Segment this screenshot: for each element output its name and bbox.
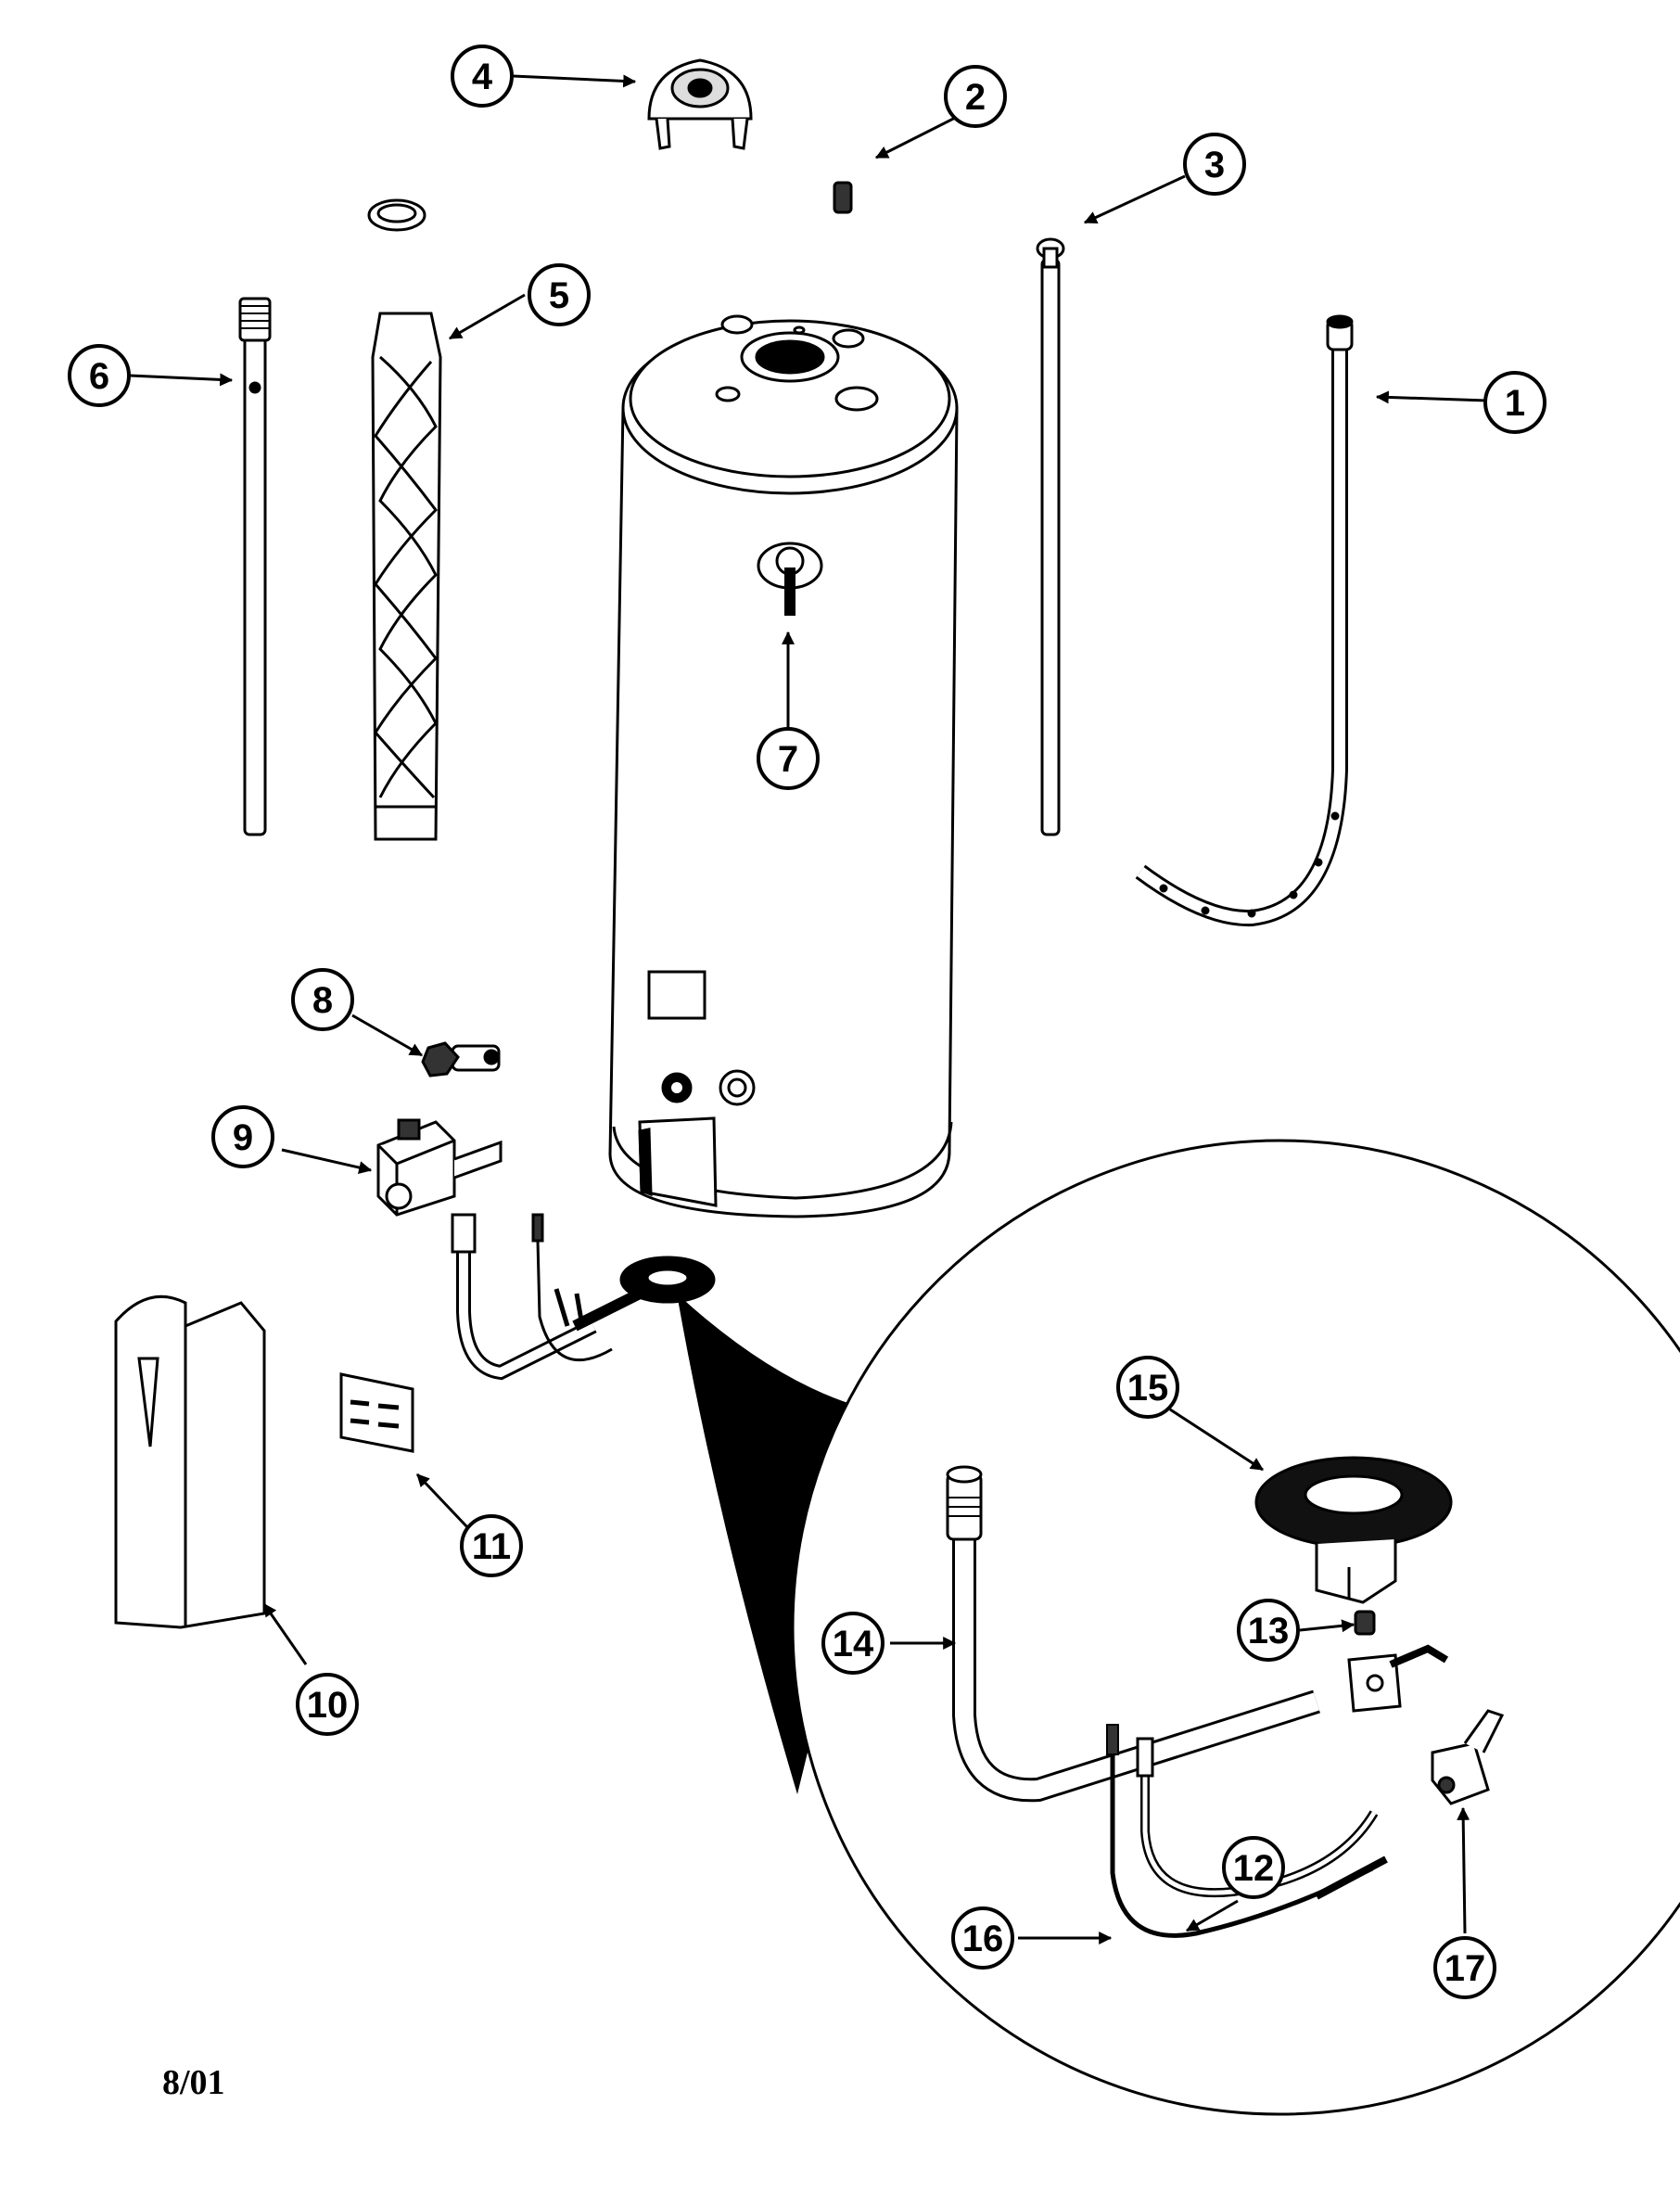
callout-circle bbox=[1116, 1356, 1179, 1419]
callout-number: 9 bbox=[233, 1117, 253, 1158]
part-5-flue-baffle bbox=[367, 198, 442, 841]
zoom-wedge bbox=[677, 1294, 890, 1794]
callout-12: 12 bbox=[1222, 1836, 1285, 1899]
callout-number: 14 bbox=[833, 1624, 874, 1664]
callout-number: 4 bbox=[472, 57, 493, 97]
callout-7: 7 bbox=[757, 727, 820, 790]
callout-circle bbox=[1222, 1836, 1285, 1899]
part-4-draft-hood bbox=[647, 58, 753, 150]
callout-17: 17 bbox=[1433, 1936, 1496, 1999]
callout-11: 11 bbox=[460, 1514, 523, 1577]
part-16-thermocouple bbox=[1106, 1724, 1388, 1938]
callout-circle bbox=[296, 1673, 359, 1736]
part-11-warning-label bbox=[339, 1372, 414, 1453]
callout-14: 14 bbox=[821, 1612, 885, 1675]
burner-assembly bbox=[451, 1213, 716, 1381]
callout-number: 7 bbox=[778, 739, 798, 780]
callout-number: 17 bbox=[1445, 1948, 1486, 1989]
part-6-anode-rod bbox=[238, 297, 272, 836]
callout-circle bbox=[528, 263, 591, 326]
callout-13: 13 bbox=[1237, 1599, 1300, 1662]
callout-circle bbox=[821, 1612, 885, 1675]
callout-2: 2 bbox=[944, 65, 1007, 128]
callout-number: 10 bbox=[307, 1685, 349, 1726]
callout-4: 4 bbox=[451, 45, 514, 108]
leader-arrows bbox=[129, 74, 1488, 1945]
callout-number: 8 bbox=[312, 980, 333, 1021]
detail-circle bbox=[791, 1139, 1680, 2116]
callout-circle bbox=[1433, 1936, 1496, 1999]
part-15-burner bbox=[1254, 1456, 1453, 1604]
part-9-gas-control bbox=[376, 1118, 503, 1217]
part-2-nipple bbox=[833, 181, 853, 214]
callout-1: 1 bbox=[1483, 371, 1546, 434]
callout-6: 6 bbox=[68, 344, 131, 407]
callout-circle bbox=[460, 1514, 523, 1577]
date-code: 8/01 bbox=[162, 2063, 225, 2102]
part-1-curved-tube bbox=[1135, 314, 1354, 927]
callout-circle bbox=[1483, 371, 1546, 434]
callout-number: 3 bbox=[1204, 145, 1225, 185]
callout-15: 15 bbox=[1116, 1356, 1179, 1419]
callout-number: 12 bbox=[1233, 1848, 1275, 1889]
part-3-dip-tube bbox=[1036, 237, 1065, 836]
callout-3: 3 bbox=[1183, 133, 1246, 196]
tank-body bbox=[608, 314, 959, 1218]
part-13-orifice bbox=[1354, 1610, 1376, 1636]
part-10-outer-door bbox=[114, 1294, 266, 1629]
callout-number: 16 bbox=[962, 1919, 1004, 1959]
callout-number: 1 bbox=[1505, 383, 1525, 424]
callout-circle bbox=[757, 727, 820, 790]
part-14-manifold-tube bbox=[946, 1465, 1320, 1803]
callout-number: 6 bbox=[89, 356, 109, 397]
callout-10: 10 bbox=[296, 1673, 359, 1736]
callout-circle bbox=[951, 1906, 1014, 1970]
callout-number: 15 bbox=[1127, 1368, 1169, 1409]
callout-16: 16 bbox=[951, 1906, 1014, 1970]
callout-circle bbox=[211, 1105, 274, 1168]
callout-circle bbox=[1183, 133, 1246, 196]
callout-circle bbox=[451, 45, 514, 108]
callout-number: 5 bbox=[549, 275, 569, 316]
callout-number: 13 bbox=[1248, 1611, 1290, 1651]
callout-9: 9 bbox=[211, 1105, 274, 1168]
callout-circle bbox=[1237, 1599, 1300, 1662]
callout-circle bbox=[68, 344, 131, 407]
callout-circle bbox=[944, 65, 1007, 128]
part-8-drain-valve bbox=[421, 1041, 501, 1077]
part-12-pilot-tube bbox=[1136, 1737, 1379, 1898]
pilot-bracket bbox=[1347, 1644, 1449, 1713]
callout-circle bbox=[291, 968, 354, 1031]
callout-8: 8 bbox=[291, 968, 354, 1031]
part-17-igniter bbox=[1431, 1709, 1505, 1805]
callout-5: 5 bbox=[528, 263, 591, 326]
callout-number: 11 bbox=[472, 1526, 511, 1567]
callout-number: 2 bbox=[965, 77, 986, 118]
